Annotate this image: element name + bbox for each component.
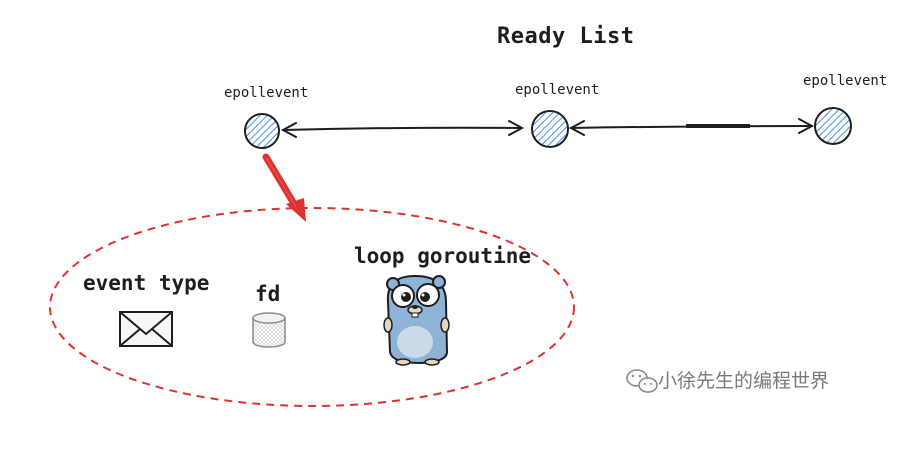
fd-label: fd (255, 282, 281, 306)
node-label-2: epollevent (515, 82, 600, 98)
envelope-icon (119, 311, 173, 347)
database-cylinder-icon (252, 312, 286, 348)
event-type-label: event type (83, 271, 210, 295)
watermark-text: 小徐先生的编程世界 (658, 370, 830, 392)
gopher-mascot-icon (383, 274, 450, 366)
epollevent-node-1 (244, 113, 280, 149)
ready-list-title: Ready List (497, 24, 635, 49)
epollevent-node-2 (531, 110, 569, 148)
wechat-icon (626, 369, 658, 393)
node-label-1: epollevent (224, 85, 309, 101)
link-arrow-1-2 (280, 120, 525, 138)
node-label-3: epollevent (803, 73, 888, 89)
loop-goroutine-label: loop goroutine (354, 244, 532, 268)
epollevent-node-3 (814, 107, 852, 145)
pointer-arrow (262, 153, 306, 222)
event-group-ellipse (49, 207, 575, 407)
